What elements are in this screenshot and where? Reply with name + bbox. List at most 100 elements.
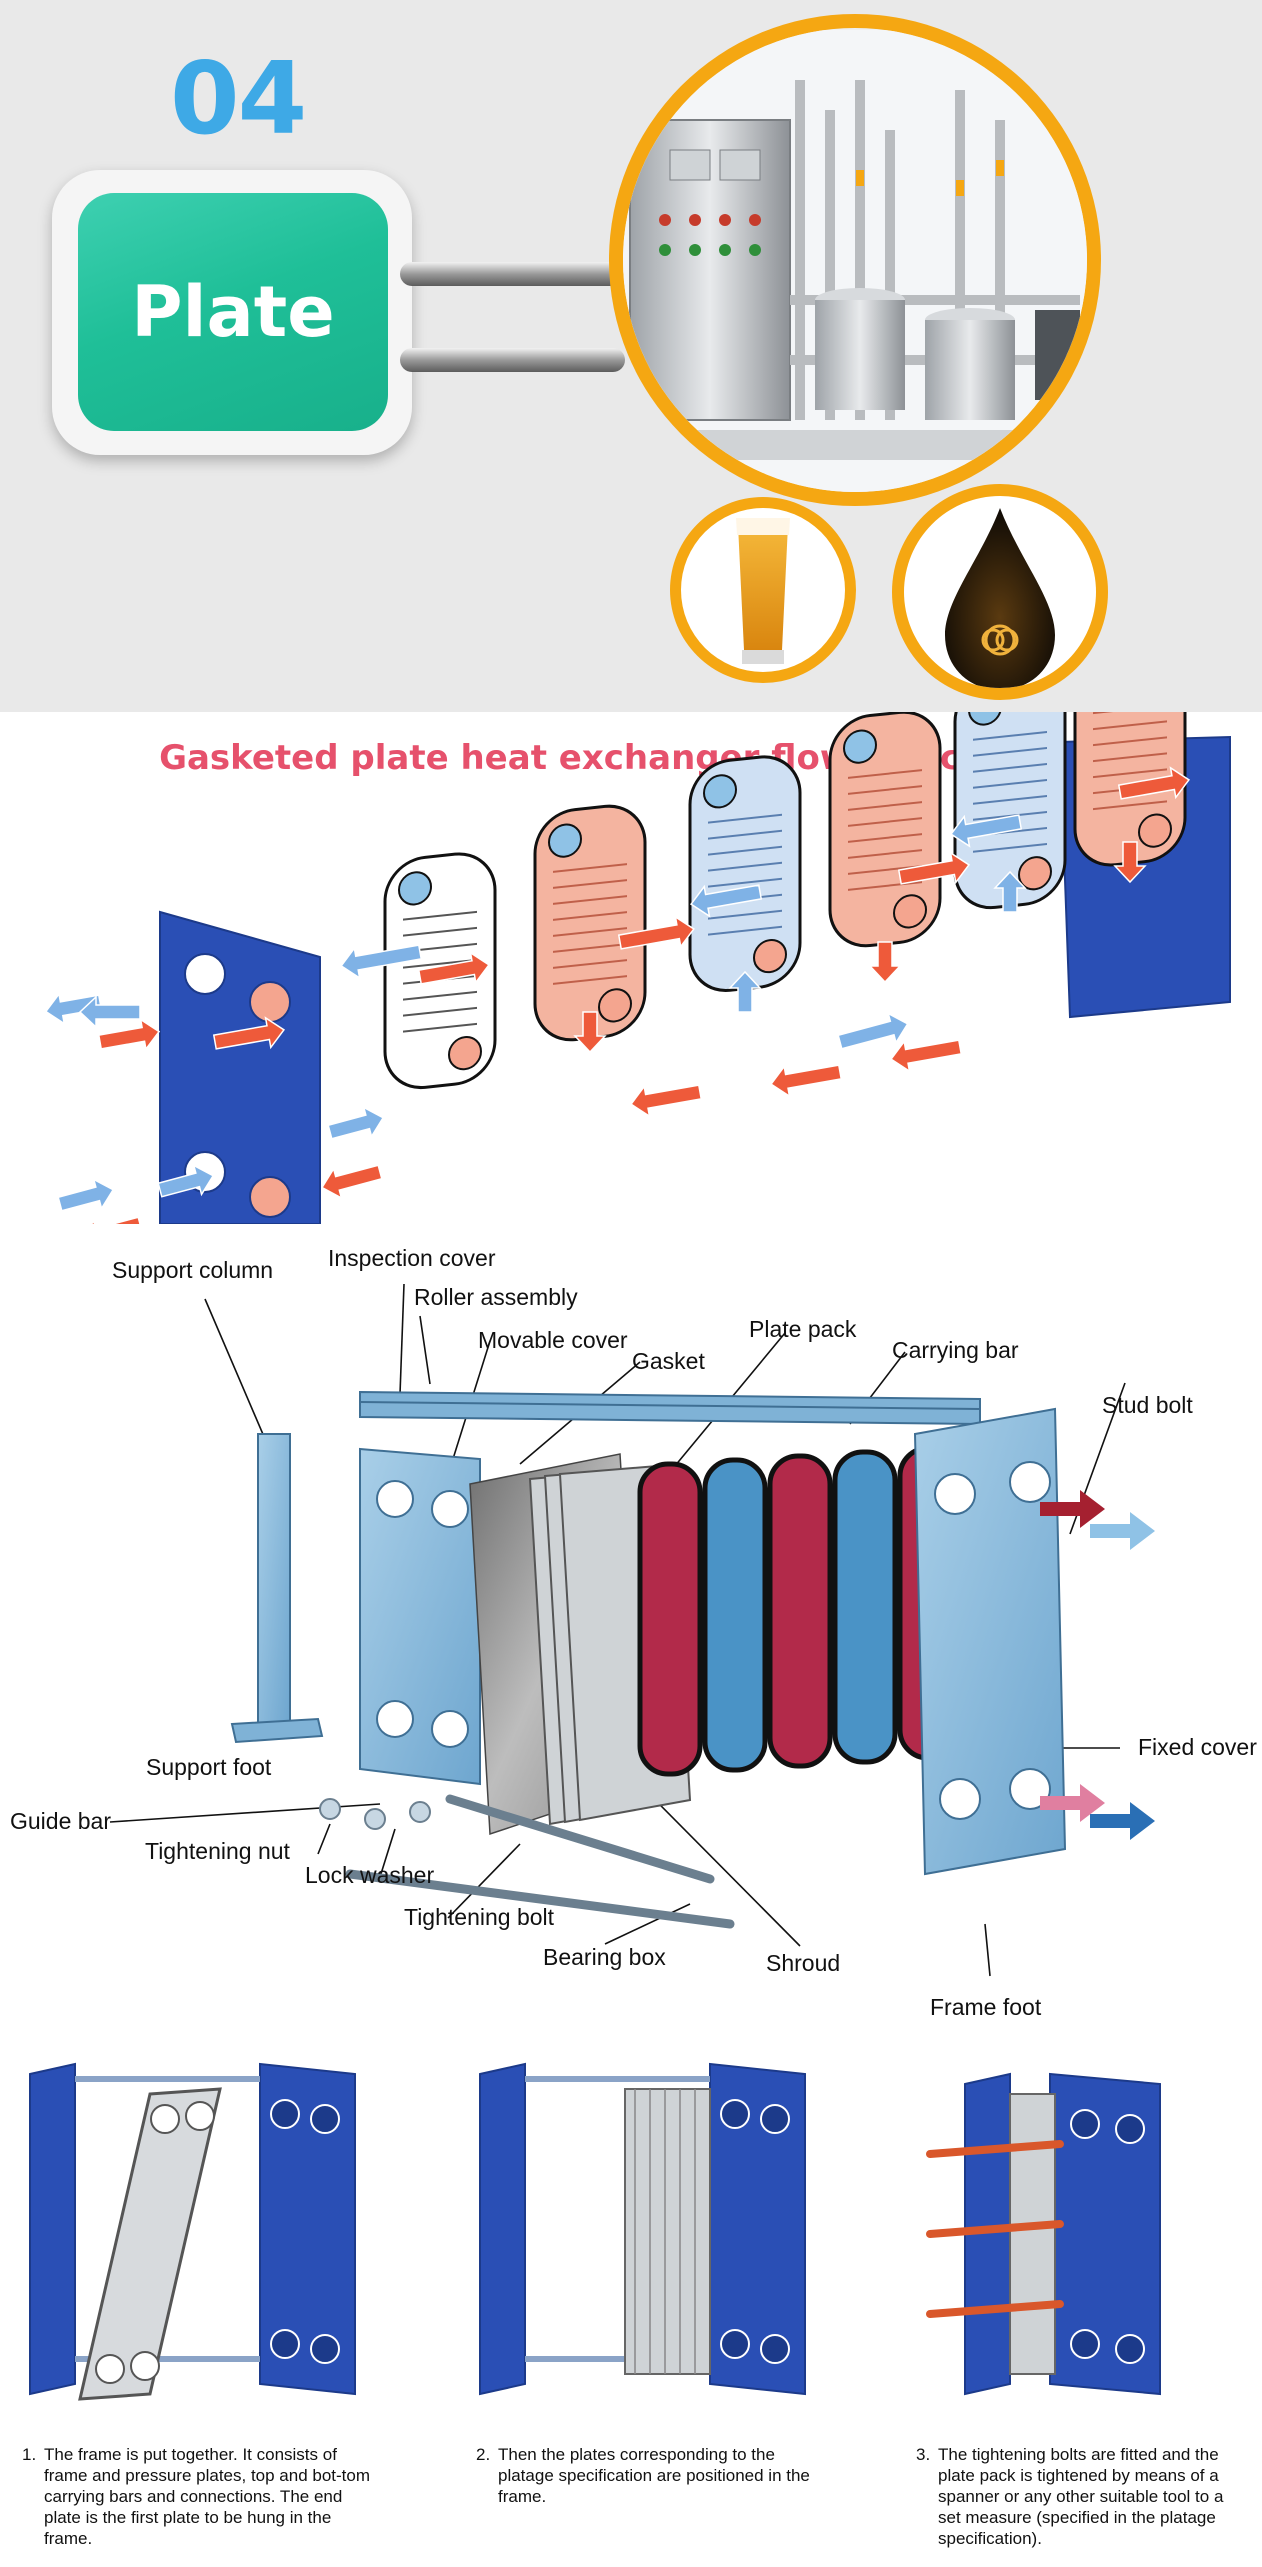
step-3-number: 3. (916, 2445, 931, 2464)
label-stud-bolt: Stud bolt (1102, 1392, 1193, 1418)
step-1-number: 1. (22, 2445, 37, 2464)
carrying-bar (359, 1390, 981, 1426)
arrow-out-blue-2 (78, 995, 141, 1029)
plate-6-ridge-5 (1093, 768, 1167, 779)
plate-4-ridge-6 (848, 865, 922, 875)
oil-drop-icon (945, 508, 1055, 688)
arrow-up-blue-1 (728, 970, 762, 1013)
assembly-step-3: 3. The tightening bolts are fitted and t… (916, 2444, 1246, 2549)
arrow-down-red-1 (573, 1011, 607, 1054)
plate-3-ridge-3 (708, 861, 782, 872)
plate-1-ridge-5 (403, 990, 477, 1001)
plate-3-ridge-1 (708, 829, 782, 840)
plate-5-ridge-7 (973, 842, 1047, 853)
label-support-column: Support column (112, 1257, 274, 1283)
plate-5-ridge-2 (973, 762, 1047, 773)
arrow-in-blue-2 (157, 1163, 215, 1198)
arrow-in-red-1 (97, 1018, 161, 1051)
arrow-down-red-2 (868, 941, 902, 984)
label-inspection-cover: Inspection cover (328, 1245, 496, 1271)
arrow-flow-blue-4 (340, 944, 423, 980)
arrow-in-red-2 (212, 1016, 286, 1050)
arrow-flow-red-10 (629, 1084, 703, 1118)
label-tightening-nut: Tightening nut (145, 1838, 290, 1864)
plate-2-ridge-4 (553, 927, 627, 937)
movable-cover (359, 1447, 481, 1786)
plate-6-ridge-4 (1093, 752, 1167, 763)
support-column (230, 1433, 324, 1744)
arrow-flow-red-6 (897, 851, 971, 885)
plate-2-ridge-1 (553, 879, 627, 889)
arrow-out-red-1 (80, 1216, 143, 1224)
plate-6-ridge-3 (1093, 736, 1167, 747)
arrow-down-red-3 (1113, 841, 1147, 884)
label-frame-foot: Frame foot (930, 1994, 1042, 2020)
step-3-text: The tightening bolts are fitted and the … (938, 2445, 1224, 2548)
plate-2-ridge-6 (553, 959, 627, 969)
label-tightening-bolt: Tightening bolt (404, 1904, 555, 1930)
plate-5-port-bottom (1018, 856, 1052, 891)
arrow-flow-red-4 (417, 951, 491, 985)
machine-illustration (400, 14, 1108, 700)
port-left-0 (184, 953, 226, 995)
step-2-text: Then the plates corresponding to the pla… (498, 2445, 810, 2506)
plate-5-ridge-5 (973, 810, 1047, 821)
plate-5-ridge-0 (973, 730, 1047, 741)
arrow-flow-red-5 (617, 915, 695, 950)
label-gasket: Gasket (632, 1348, 705, 1374)
plate-4-ridge-5 (848, 849, 922, 859)
arrow-flow-red-8 (889, 1039, 963, 1073)
plate-6-port-bottom (1138, 813, 1172, 848)
plate-3-ridge-6 (708, 909, 782, 920)
plate-3-ridge-2 (708, 845, 782, 856)
plate-4-port-top (843, 729, 877, 764)
label-bearing-box: Bearing box (543, 1944, 666, 1970)
arrow-flow-blue-6 (949, 814, 1023, 848)
plate-3-ridge-4 (708, 877, 782, 888)
plate-6-ridge-2 (1093, 720, 1167, 731)
plate-badge: Plate (78, 193, 388, 431)
flow-diagram (44, 712, 1231, 1224)
section-number: 04 (170, 40, 307, 157)
step-2-number: 2. (476, 2445, 491, 2464)
plate-2-ridge-0 (553, 863, 627, 873)
frame-step-3 (926, 2072, 1161, 2396)
plate-4-ridge-4 (848, 833, 922, 843)
plate-2-ridge-7 (553, 975, 627, 985)
label-support-foot: Support foot (146, 1754, 272, 1780)
port-left-1 (249, 981, 291, 1023)
frame-step-2 (479, 2062, 806, 2396)
label-movable-cover: Movable cover (478, 1327, 628, 1353)
plate-4-ridge-7 (848, 881, 922, 891)
beer-glass-icon (736, 518, 790, 664)
exploded-parts-diagram (109, 1283, 1155, 1977)
plate-1-ridge-0 (403, 910, 477, 921)
plate-3-port-top (703, 774, 737, 809)
label-guide-bar: Guide bar (10, 1808, 112, 1834)
fixed-cover (913, 1407, 1067, 1876)
label-carrying-bar: Carrying bar (892, 1337, 1019, 1363)
plate-1-ridge-3 (403, 958, 477, 969)
plate-1-port-bottom (448, 1036, 482, 1071)
port-left-3 (249, 1176, 291, 1218)
plate-3-ridge-0 (708, 813, 782, 824)
step-1-text: The frame is put together. It consists o… (44, 2445, 371, 2548)
plate-1-port-top (398, 871, 432, 906)
arrow-flow-blue-3 (327, 1105, 385, 1140)
plate-5-port-top (968, 712, 1002, 726)
plate-4-ridge-0 (848, 769, 922, 779)
intro-banner: 04 Plate (0, 0, 1262, 712)
assembly-step-2: 2. Then the plates corresponding to the … (476, 2444, 826, 2507)
plate-3-port-bottom (753, 938, 787, 974)
plate-2-ridge-2 (553, 895, 627, 905)
connector-bar-bottom (400, 348, 625, 372)
plate-2-ridge-5 (553, 943, 627, 953)
assembly-steps-section: 1. The frame is put together. It consist… (0, 2034, 1262, 2567)
plate-5-ridge-3 (973, 778, 1047, 789)
parts-diagram-section: Support column Inspection cover Roller a… (0, 1224, 1262, 2034)
plate-6-ridge-7 (1093, 800, 1167, 811)
plate-1-ridge-1 (403, 926, 477, 937)
plate-4-ridge-3 (848, 817, 922, 827)
label-roller-assembly: Roller assembly (414, 1284, 578, 1310)
label-fixed-cover: Fixed cover (1138, 1734, 1257, 1760)
